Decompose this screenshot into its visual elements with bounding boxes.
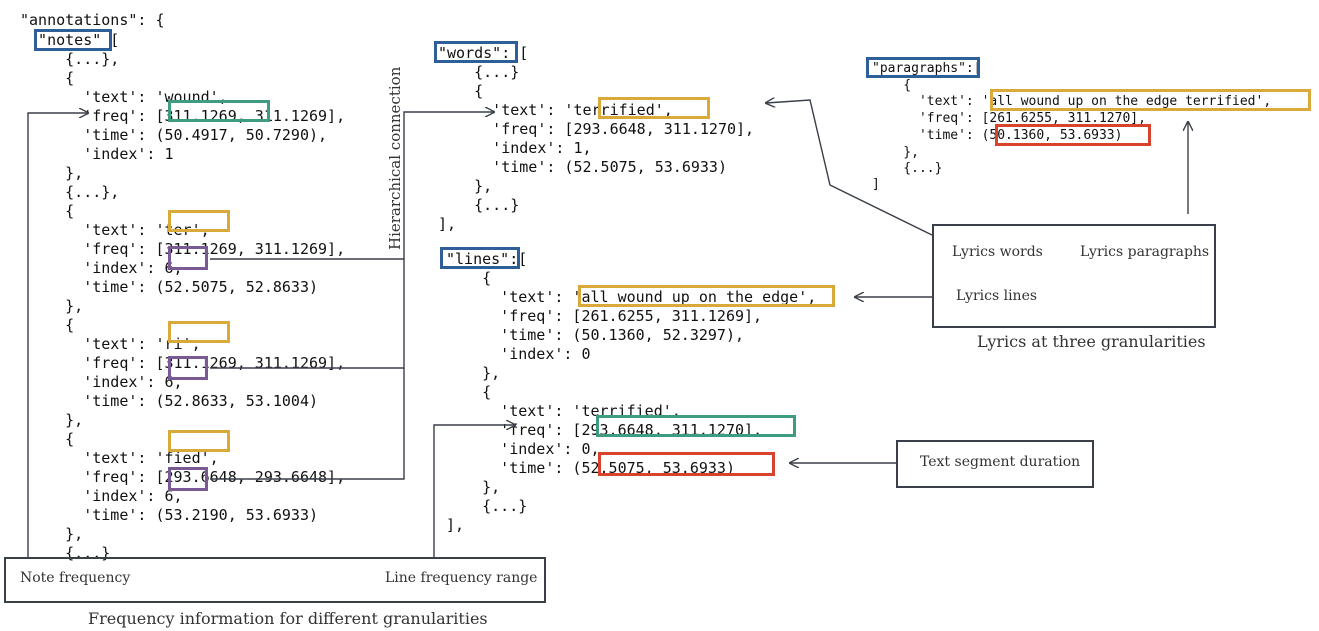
code-line: 'index': 0, [446, 440, 600, 458]
code-line: ], [446, 516, 465, 534]
words-code-block: "words": [ {...} { 'text': 'terrified', … [438, 44, 754, 242]
code-line: {...} [446, 497, 528, 515]
code-line: "annotations": { [20, 11, 165, 29]
code-line: 'time': (52.5075, 53.6933) [446, 459, 735, 477]
lyrics-words-label: Lyrics words [952, 244, 1043, 260]
code-line: 'freq': [293.6648, 293.6648], [20, 468, 346, 486]
code-line: { [20, 202, 75, 220]
code-line: {...} [872, 161, 943, 176]
code-line: 'time': (50.1360, 52.3297), [446, 326, 745, 344]
code-line: 'time': (50.1360, 53.6933) [872, 128, 1123, 143]
code-line: 'text': 'all wound up on the edge terrif… [872, 94, 1272, 109]
code-line: ] [872, 177, 880, 192]
code-line: {...}, [20, 183, 120, 201]
frequency-info-box [4, 557, 546, 603]
code-line: }, [446, 478, 501, 496]
code-line: 'text': 'ri', [20, 335, 201, 353]
hierarchical-connection-ri [210, 259, 405, 369]
code-line: { [20, 430, 75, 448]
line-frequency-arrow [433, 425, 515, 557]
code-line: ], [438, 215, 457, 233]
code-line: 'index': 6, [20, 487, 183, 505]
code-line: { [20, 316, 75, 334]
code-line: { [446, 269, 492, 287]
text-segment-duration-label: Text segment duration [920, 454, 1081, 470]
hierarchical-connection-fied [210, 368, 405, 480]
code-line: 'text': 'fied', [20, 449, 219, 467]
code-line: 'time': (52.5075, 52.8633) [20, 278, 319, 296]
code-line: { [872, 78, 912, 93]
code-line: { [20, 69, 75, 87]
note-frequency-arrow [27, 113, 88, 557]
lyrics-words-arrow [766, 100, 933, 236]
code-line: 'time': (50.4917, 50.7290), [20, 126, 328, 144]
lyrics-paragraphs-label: Lyrics paragraphs [1080, 244, 1210, 260]
code-line: {...} [438, 63, 520, 81]
code-line: {...} [438, 196, 520, 214]
code-line: }, [446, 364, 501, 382]
code-line: 'time': (52.8633, 53.1004) [20, 392, 319, 410]
code-line: 'freq': [261.6255, 311.1270], [872, 111, 1146, 126]
code-line: { [446, 383, 492, 401]
code-line: "paragraphs":[ [872, 61, 982, 76]
code-line: 'freq': [311.1269, 311.1269], [20, 240, 346, 258]
code-line: "notes" [ [20, 31, 120, 49]
code-line: }, [438, 177, 493, 195]
code-line: "lines":[ [446, 250, 528, 268]
text-segment-duration-box [896, 440, 1094, 488]
code-line: }, [20, 411, 84, 429]
code-line: }, [20, 164, 84, 182]
note-frequency-label: Note frequency [20, 570, 131, 586]
code-line: 'text': 'terrified', [438, 101, 673, 119]
line-frequency-range-label: Line frequency range [385, 570, 538, 586]
code-line: 'index': 1, [438, 139, 592, 157]
code-line: }, [20, 297, 84, 315]
code-line: }, [872, 145, 919, 160]
code-line: 'index': 0 [446, 345, 591, 363]
code-line: 'time': (52.5075, 53.6933) [438, 158, 727, 176]
hierarchical-connection-arrow [210, 112, 494, 260]
lyrics-granularity-box [932, 224, 1216, 328]
code-line: 'freq': [261.6255, 311.1269], [446, 307, 763, 325]
code-line: 'index': 1 [20, 145, 174, 163]
paragraphs-code-block: "paragraphs":[ { 'text': 'all wound up o… [872, 60, 1271, 195]
code-line: { [438, 82, 484, 100]
code-line: 'freq': [293.6648, 311.1270], [438, 120, 755, 138]
code-line: {...}, [20, 50, 120, 68]
lyrics-lines-label: Lyrics lines [956, 288, 1038, 304]
code-line: }, [20, 525, 84, 543]
lyrics-caption: Lyrics at three granularities [977, 332, 1206, 351]
code-line: 'text': 'all wound up on the edge', [446, 288, 817, 306]
code-line: "words": [ [438, 44, 529, 62]
frequency-caption: Frequency information for different gran… [88, 609, 488, 628]
code-line: 'time': (53.2190, 53.6933) [20, 506, 319, 524]
